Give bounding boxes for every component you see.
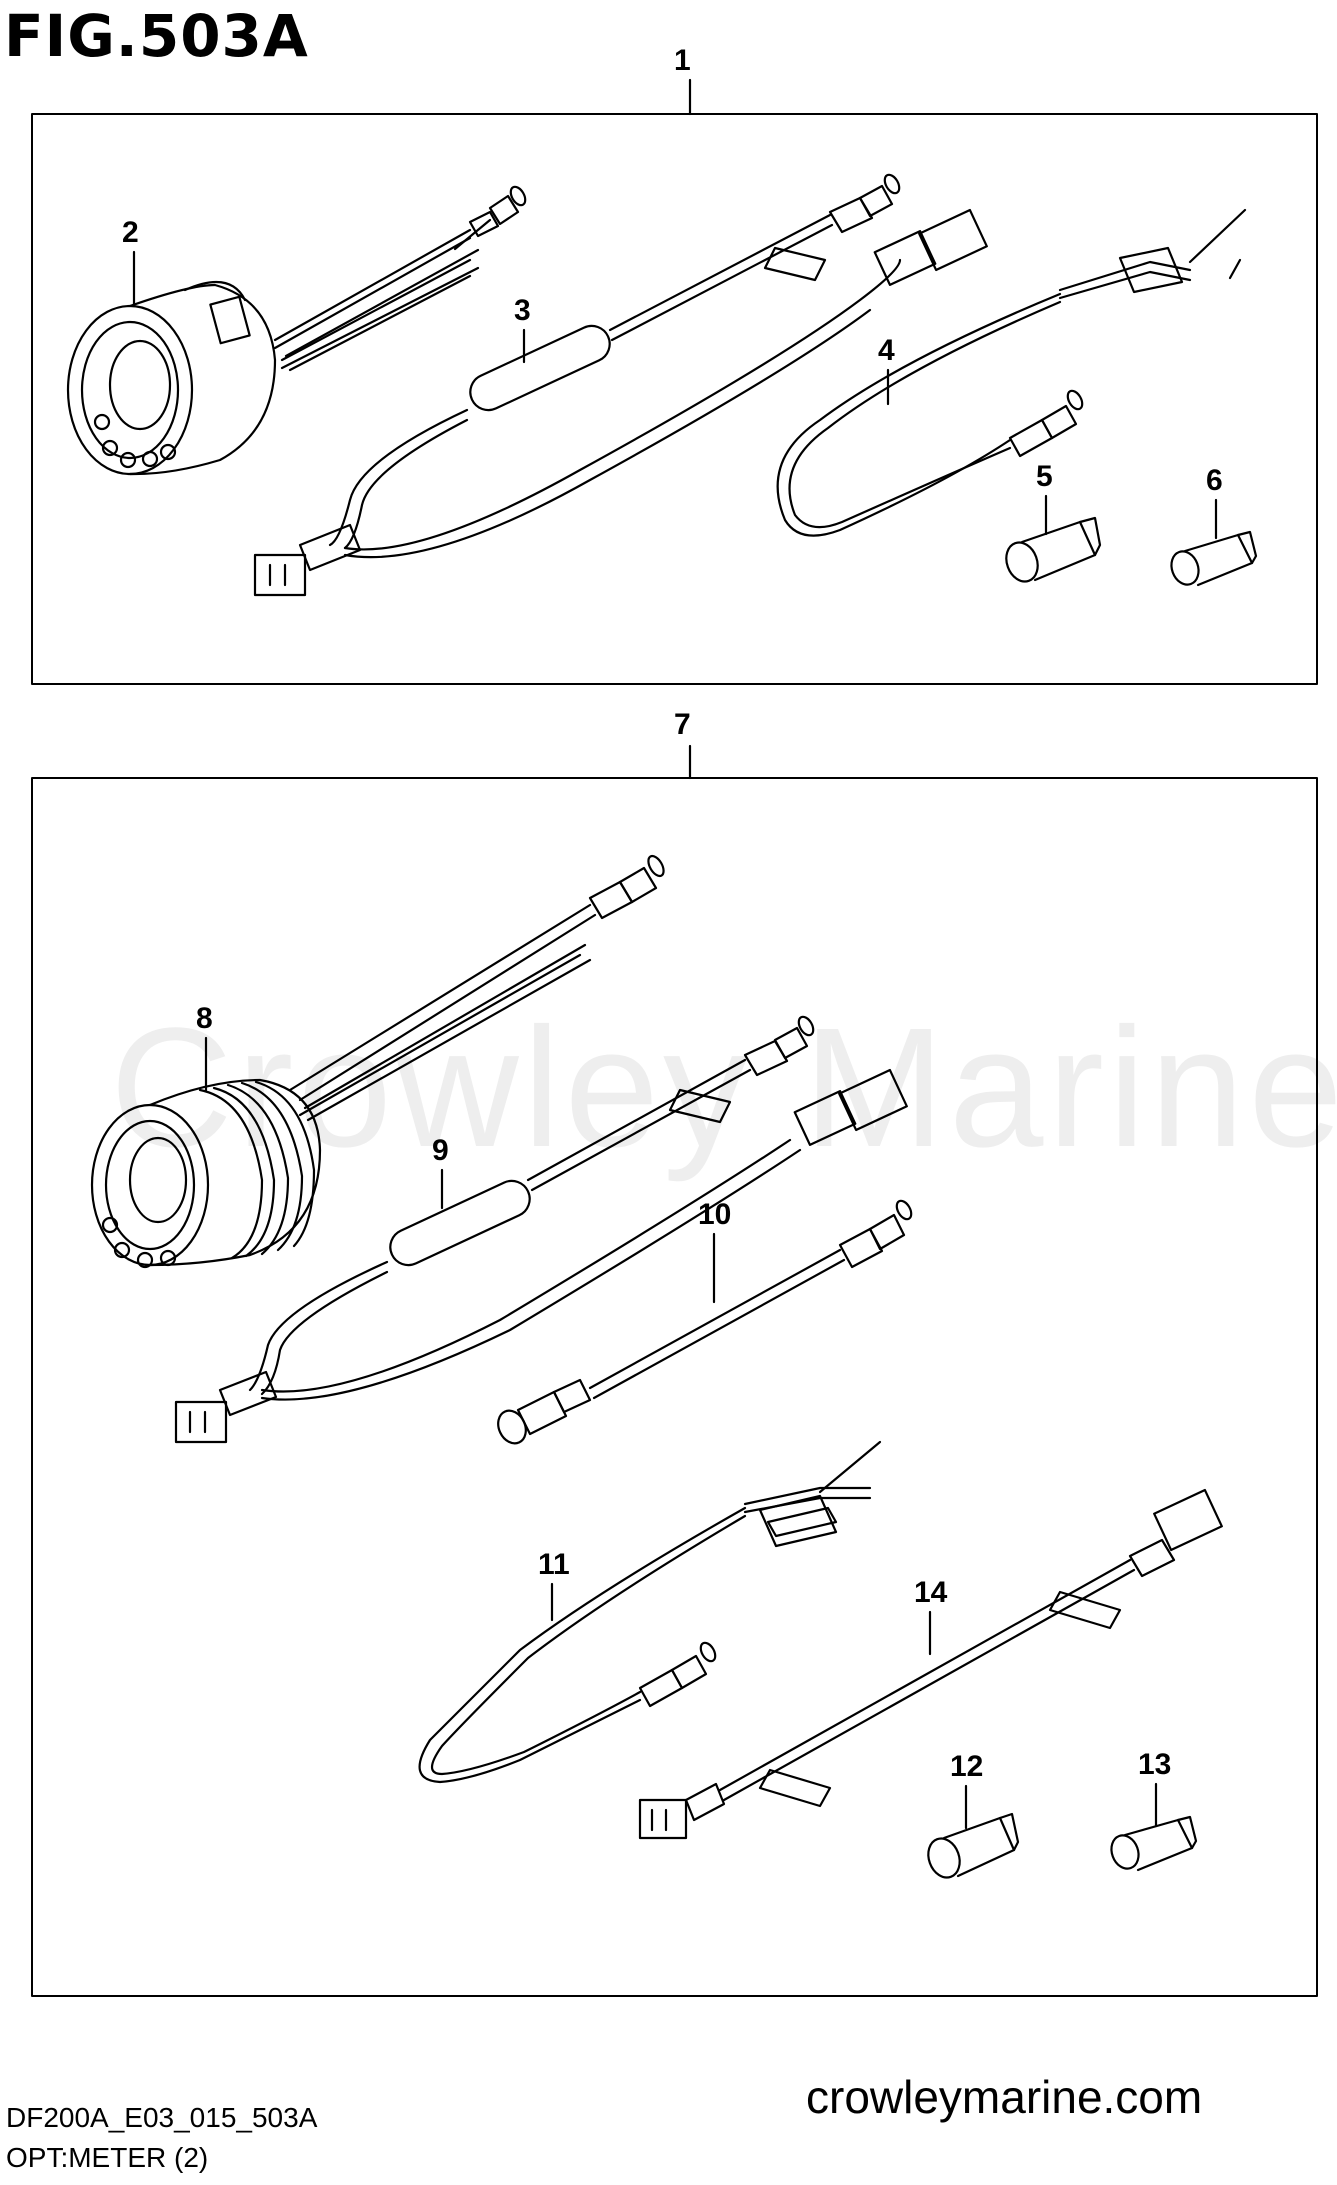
kit-1-frame — [31, 113, 1318, 685]
callout-9: 9 — [432, 1134, 449, 1167]
watermark: Crowley Marine — [110, 993, 1337, 1183]
website-url: crowleymarine.com — [806, 2071, 1203, 2123]
callout-3: 3 — [514, 294, 531, 327]
callout-12: 12 — [950, 1750, 983, 1783]
part-6-cap — [1170, 530, 1258, 587]
callout-7: 7 — [674, 708, 691, 741]
callout-11: 11 — [538, 1548, 570, 1581]
part-4-cable — [776, 208, 1247, 537]
kit-7-frame — [31, 777, 1318, 1997]
callout-8: 8 — [196, 1002, 213, 1035]
callout-2: 2 — [122, 216, 139, 249]
figure-subtitle: OPT:METER (2) — [6, 2142, 209, 2173]
part-9-harness — [174, 1015, 908, 1444]
callout-1: 1 — [674, 44, 691, 77]
callout-13: 13 — [1138, 1748, 1171, 1781]
part-12-cap — [927, 1812, 1020, 1879]
part-14-harness — [638, 1488, 1223, 1840]
figure-title: FIG.503A — [4, 2, 309, 70]
part-2-gauge — [66, 185, 527, 476]
callout-5: 5 — [1036, 460, 1053, 493]
callout-10: 10 — [698, 1198, 731, 1231]
part-11-cable — [418, 1440, 882, 1784]
part-5-cap — [1005, 516, 1102, 583]
part-8-gauge — [90, 854, 665, 1269]
callout-14: 14 — [914, 1576, 948, 1609]
part-10-cable — [497, 1199, 913, 1445]
callout-6: 6 — [1206, 464, 1223, 497]
callout-4: 4 — [878, 334, 895, 367]
part-3-harness — [253, 173, 988, 597]
drawing-code: DF200A_E03_015_503A — [6, 2102, 318, 2133]
part-13-cap — [1110, 1815, 1198, 1872]
